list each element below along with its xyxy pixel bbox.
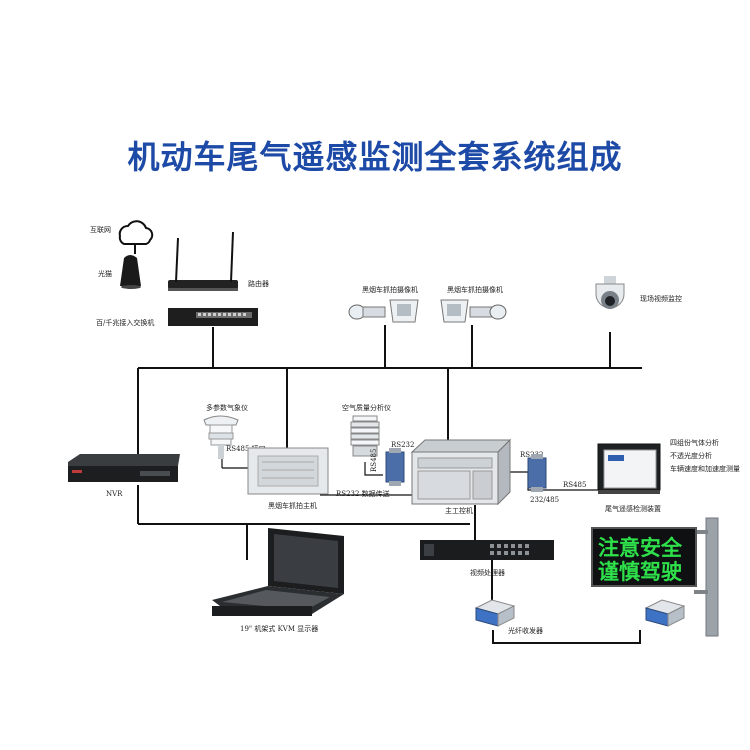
video-proc-label: 视频处理器: [470, 568, 505, 577]
kvm-monitor-icon: [212, 528, 344, 616]
analyzer-desc-1: 四组份气体分析: [670, 438, 719, 447]
sign-line-2: 谨慎驾驶: [598, 560, 682, 584]
weather-label: 多参数气象仪: [206, 403, 248, 412]
modem-icon: [120, 255, 141, 289]
modem-label: 光猫: [98, 269, 112, 278]
ipc-label: 主工控机: [445, 506, 473, 515]
cam-left-label: 黑烟车抓拍摄像机: [362, 285, 418, 294]
host-label: 黑烟车抓拍主机: [268, 501, 317, 510]
ipc-analyzer-link: [508, 471, 605, 491]
rs485-b-label: RS485: [563, 481, 586, 489]
iface-232-485-label: 232/485: [530, 496, 559, 504]
router-label: 路由器: [248, 279, 269, 288]
fiber-label: 光纤收发器: [508, 626, 543, 635]
rs485-a-label: RS485: [370, 449, 378, 472]
switch-icon: [168, 308, 258, 326]
switch-label: 百/千兆接入交换机: [96, 318, 154, 327]
analyzer-label: 尾气遥感检测装置: [605, 504, 661, 513]
nvr-label: NVR: [106, 490, 123, 498]
fiber-transceiver-icon-right: [644, 599, 686, 627]
air-label: 空气质量分析仪: [342, 403, 391, 412]
industrial-pc-icon: [410, 438, 512, 506]
host-computer-icon: [247, 447, 329, 495]
camera-icon-left: [348, 299, 419, 323]
internet-label: 互联网: [90, 225, 111, 234]
weather-station-icon: [203, 415, 239, 459]
rs232-a-label: RS232: [391, 441, 414, 449]
nvr-icon: [68, 454, 180, 482]
diagram-title: 机动车尾气遥感监测全套系统组成: [127, 138, 623, 176]
converter-icon-left: [385, 448, 405, 486]
analyzer-desc-3: 车辆速度和加速度测量: [670, 464, 740, 473]
cam-right-label: 黑烟车抓拍摄像机: [447, 285, 503, 294]
video-processor-icon: [420, 540, 554, 560]
led-sign: 注意安全 谨慎驾驶: [591, 517, 719, 637]
fiber-transceiver-icon-left: [474, 599, 516, 627]
rs232-tx-label: RS232 数据传送: [336, 489, 390, 498]
cloud-icon: [118, 220, 154, 245]
analyzer-desc-2: 不透光度分析: [670, 451, 712, 460]
sign-line-1: 注意安全: [598, 536, 683, 560]
camera-icon-right: [440, 299, 507, 323]
air-ipc-link: [364, 462, 383, 476]
fiber-fiber-link: [492, 630, 641, 644]
host-rs485-label: RS485 接口: [226, 444, 266, 453]
dome-label: 现场视频监控: [640, 294, 682, 303]
connection-lines: [137, 325, 642, 644]
converter-icon-right: [527, 454, 547, 492]
router-icon: [168, 231, 238, 291]
analyzer-icon: [597, 443, 661, 494]
dome-camera-icon: [595, 276, 625, 309]
kvm-label: 19" 机架式 KVM 显示器: [240, 624, 318, 633]
air-analyzer-icon: [350, 415, 380, 457]
